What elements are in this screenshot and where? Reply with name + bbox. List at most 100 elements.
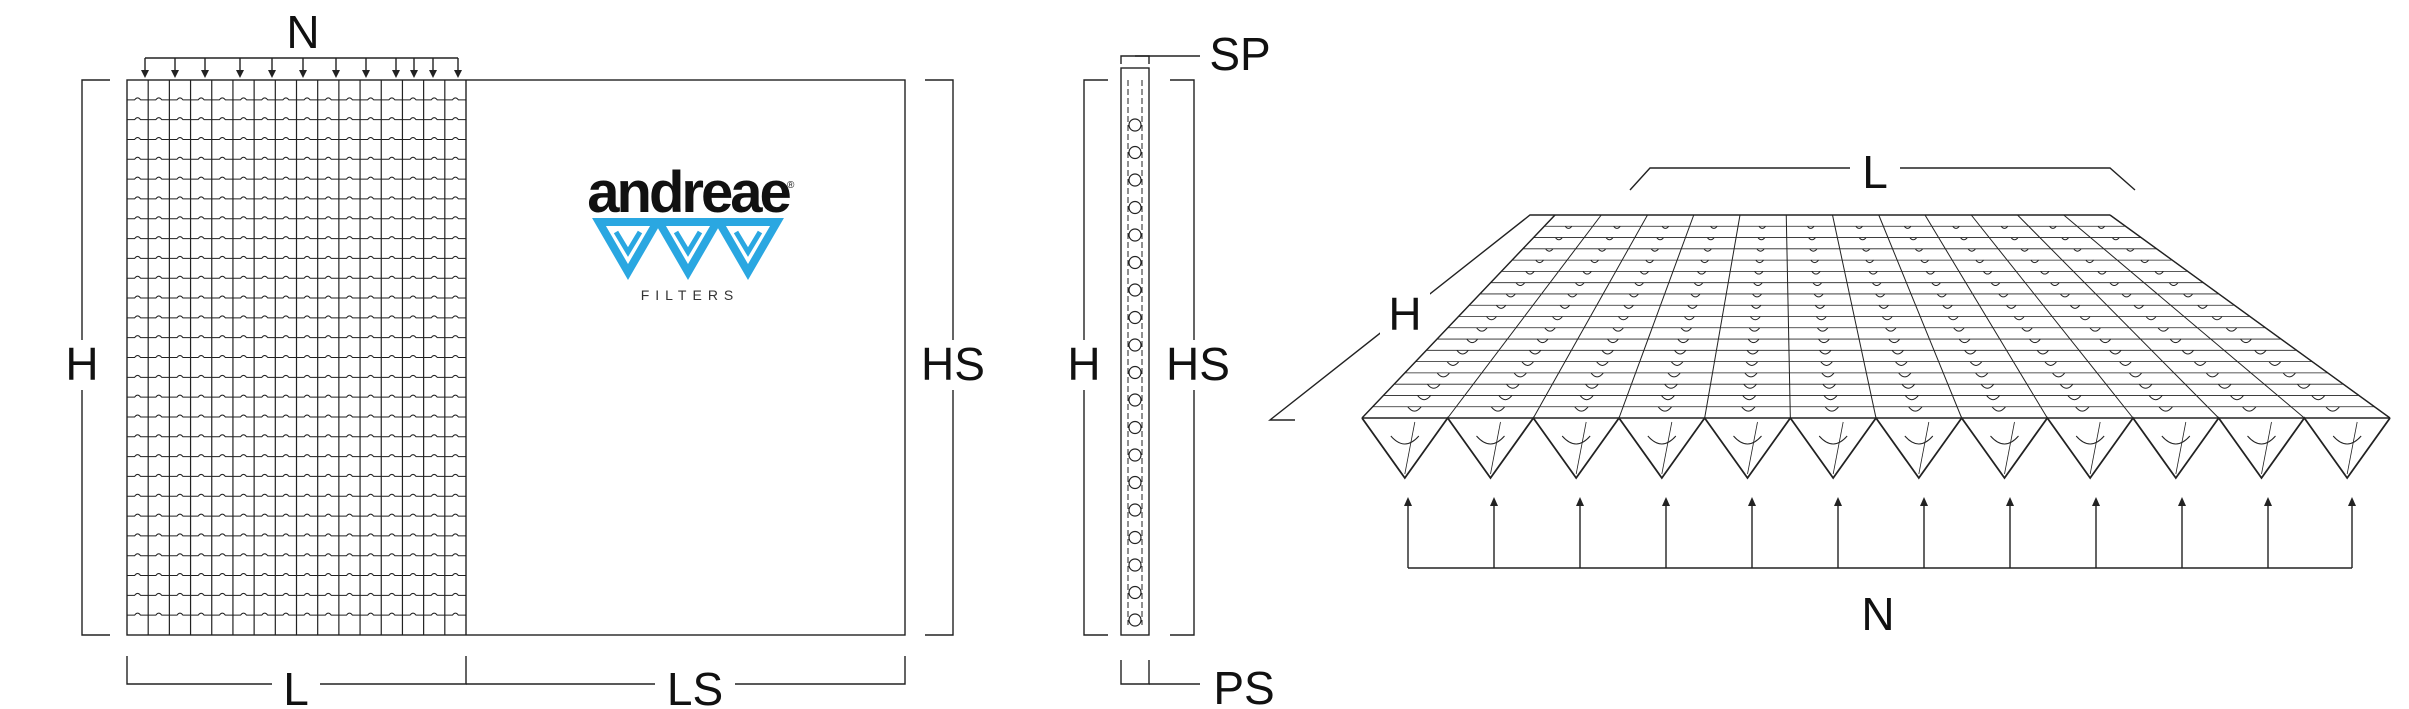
perspective-arrow-head-icon xyxy=(1490,497,1498,506)
logo-triangle xyxy=(592,218,664,280)
spacer-hole xyxy=(1128,558,1142,572)
pleat-front-spacer xyxy=(2161,435,2191,445)
side-view: SP H HS PS xyxy=(1060,28,1275,709)
front-view: N H HS L LS andreae ® FILTERS xyxy=(60,6,990,709)
spacer-row xyxy=(127,553,466,557)
label-h-side: H xyxy=(1067,338,1100,390)
pleat-facet-line xyxy=(1918,421,1930,475)
spacer-hole xyxy=(1128,200,1142,215)
arrow-head-icon xyxy=(171,70,179,78)
pleat-front-spacer xyxy=(1476,435,1505,445)
perspective-arrow-head-icon xyxy=(2178,497,2186,506)
pleat-spacer-arcs xyxy=(1466,338,2252,344)
pleat-spacer-arcs xyxy=(1564,225,2105,229)
logo-triangle xyxy=(652,218,724,280)
spacer-row xyxy=(127,573,466,577)
dimension-sp-bracket xyxy=(1120,55,1150,64)
pleat-facet-line xyxy=(1832,421,1844,475)
spacer-row xyxy=(127,355,466,358)
perspective-arrow-head-icon xyxy=(1576,497,1584,506)
spacer-row xyxy=(127,97,466,101)
arrow-head-icon xyxy=(410,70,418,78)
pleat-front-spacer xyxy=(2332,435,2362,445)
spacer-row xyxy=(127,315,466,319)
spacer-row xyxy=(127,414,466,418)
logo-triangle-inner xyxy=(733,230,763,257)
pleat-facet-line xyxy=(1661,421,1673,475)
spacer-hole xyxy=(1128,475,1142,490)
label-sp: SP xyxy=(1209,28,1270,80)
pleat-spacer-arcs xyxy=(1505,293,2194,298)
spacer-hole xyxy=(1128,310,1142,325)
perspective-arrow-head-icon xyxy=(1748,497,1756,506)
spacer-row xyxy=(127,335,466,339)
andreae-logo: andreae ® FILTERS xyxy=(587,160,795,303)
spacer-hole xyxy=(1128,585,1142,600)
spacer-row xyxy=(127,394,466,398)
perspective-arrow-head-icon xyxy=(2264,497,2272,506)
label-l-front: L xyxy=(283,663,309,709)
pleat-facet-line xyxy=(1490,421,1501,475)
pleat-spacer-arcs xyxy=(1446,361,2282,366)
pleat-facet-line xyxy=(2175,421,2187,475)
perspective-arrow-head-icon xyxy=(2092,497,2100,506)
pleat-spacer-arcs xyxy=(1456,350,2267,355)
pleat-grid xyxy=(127,80,466,635)
pleat-spacer-arcs xyxy=(1545,248,2135,252)
logo-triangle-inner xyxy=(673,230,703,257)
arrow-head-icon xyxy=(429,70,437,78)
spacer-hole xyxy=(1128,448,1142,462)
pleat-spacer-arcs xyxy=(1525,271,2164,275)
logo-triangle-inner xyxy=(613,230,643,257)
spacer-row xyxy=(127,236,466,240)
spacer-row xyxy=(127,513,466,517)
spacer-row xyxy=(127,295,466,299)
spacer-row xyxy=(127,612,466,616)
spacer-hole xyxy=(1128,173,1142,187)
pleat-front-spacer xyxy=(2247,435,2276,445)
pleat-front-spacer xyxy=(1990,435,2019,445)
arrow-head-icon xyxy=(141,70,149,78)
pleat-spacer-arcs xyxy=(1486,316,2223,321)
perspective-pleats xyxy=(1361,214,2391,480)
arrow-head-icon xyxy=(362,70,370,78)
label-ps: PS xyxy=(1213,662,1274,709)
arrow-head-icon xyxy=(201,70,209,78)
perspective-arrows xyxy=(1404,497,2356,568)
side-panel-outline xyxy=(1120,67,1150,636)
spacer-hole xyxy=(1128,283,1142,297)
pleat-spacer-arcs xyxy=(1495,304,2208,309)
logo-wordmark: andreae xyxy=(587,160,790,225)
label-n-perspective: N xyxy=(1861,588,1894,640)
perspective-arrow-head-icon xyxy=(1834,497,1842,506)
pleat-front-spacer xyxy=(1733,435,1762,445)
pleat-facet-line xyxy=(1575,421,1587,475)
pleat-front-spacer xyxy=(1904,435,1934,445)
logo-triangle xyxy=(712,218,784,280)
spacer-row xyxy=(127,592,466,596)
pleat-front-spacer xyxy=(1390,435,1420,445)
spacer-hole xyxy=(1128,145,1142,160)
pleat-spacer-arcs xyxy=(1515,282,2179,286)
spacer-hole xyxy=(1128,393,1142,407)
pleat-spacer-arcs xyxy=(1436,372,2296,378)
arrow-head-icon xyxy=(392,70,400,78)
side-holes xyxy=(1128,118,1142,627)
arrow-head-icon xyxy=(236,70,244,78)
spacer-hole xyxy=(1128,228,1142,242)
pleat-facet-line xyxy=(2346,421,2358,475)
perspective-arrow-head-icon xyxy=(1920,497,1928,506)
pleat-facet-line xyxy=(2004,421,2015,475)
pleat-spacer-arcs xyxy=(1476,327,2238,332)
perspective-arrow-head-icon xyxy=(2006,497,2014,506)
spacer-row xyxy=(127,533,466,537)
arrow-head-icon xyxy=(268,70,276,78)
spacer-hole xyxy=(1128,255,1142,270)
logo-subtitle: FILTERS xyxy=(641,287,740,303)
pleat-front-spacer xyxy=(1561,435,1591,445)
dimension-ls-bracket xyxy=(466,656,906,685)
arrow-head-icon xyxy=(332,70,340,78)
perspective-arrow-head-icon xyxy=(2348,497,2356,506)
pleat-facet-line xyxy=(1404,421,1416,475)
